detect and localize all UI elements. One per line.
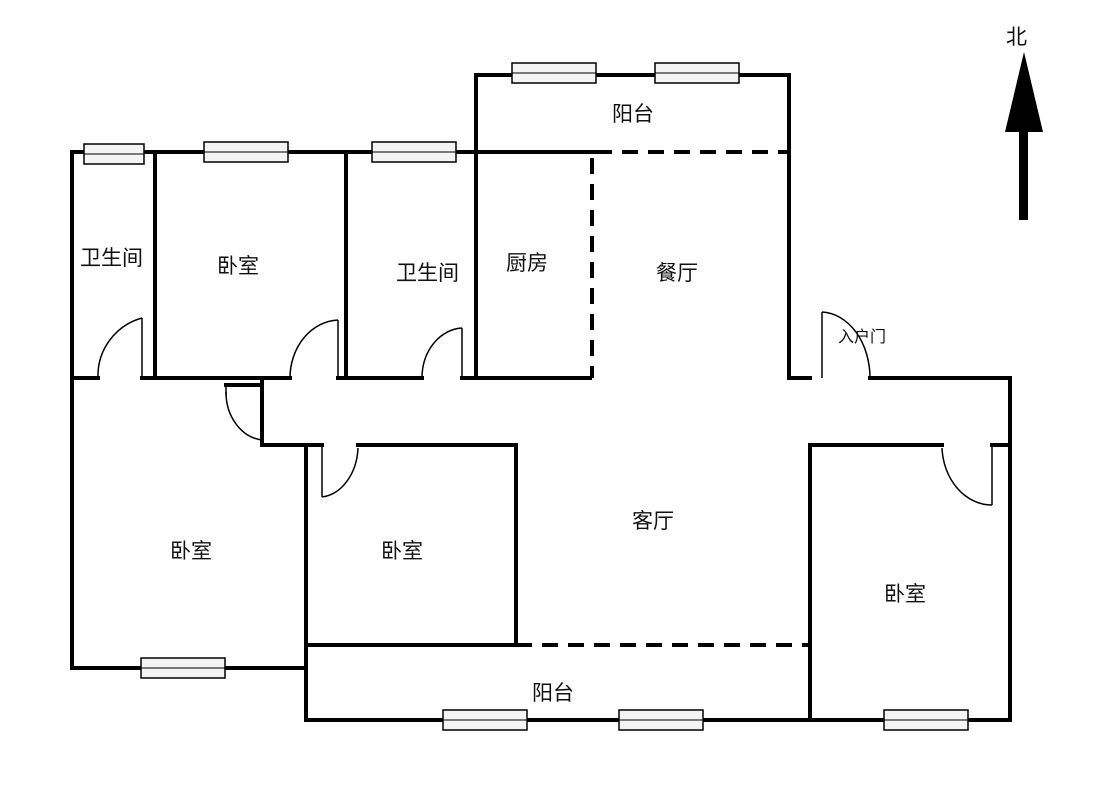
room-bedroom-nw: 卧室 <box>217 254 259 278</box>
north-arrow-icon <box>1005 52 1043 220</box>
room-balcony-north: 阳台 <box>612 102 654 126</box>
window-balcony-north-1 <box>511 62 597 84</box>
window-bathroom-mid <box>371 141 457 163</box>
room-labels: 阳台 卫生间 卧室 卫生间 厨房 餐厅 入户门 客厅 卧室 卧室 卧室 阳台 <box>80 102 926 705</box>
window-balcony-south-2 <box>618 709 704 731</box>
window-bedroom-sw <box>140 657 226 679</box>
room-bathroom-west: 卫生间 <box>80 246 143 270</box>
room-balcony-south: 阳台 <box>532 681 574 705</box>
door-bathroom-mid <box>421 327 463 379</box>
windows <box>83 62 969 731</box>
room-bedroom-se: 卧室 <box>884 582 926 606</box>
window-bedroom-nw <box>203 141 289 163</box>
walls <box>70 73 1012 722</box>
open-partitions <box>516 150 810 647</box>
north-label: 北 <box>1006 25 1027 49</box>
door-bedroom-mid <box>321 445 359 498</box>
door-entrance <box>821 311 871 379</box>
room-bedroom-sw: 卧室 <box>170 539 212 563</box>
window-balcony-north-2 <box>654 62 740 84</box>
doors <box>97 311 993 506</box>
room-kitchen: 厨房 <box>506 251 548 275</box>
door-bathroom-west <box>97 317 143 379</box>
door-bedroom-nw <box>289 319 339 379</box>
window-balcony-south-1 <box>442 709 528 731</box>
door-bedroom-se <box>941 445 993 506</box>
room-bathroom-mid: 卫生间 <box>396 261 459 285</box>
room-living: 客厅 <box>632 509 674 533</box>
compass: 北 <box>1005 25 1043 220</box>
window-bathroom-west <box>83 143 145 165</box>
room-bedroom-mid: 卧室 <box>381 539 423 563</box>
window-bedroom-se <box>883 709 969 731</box>
entrance-label: 入户门 <box>838 327 886 346</box>
door-bedroom-sw <box>225 385 263 441</box>
room-dining: 餐厅 <box>656 261 698 285</box>
